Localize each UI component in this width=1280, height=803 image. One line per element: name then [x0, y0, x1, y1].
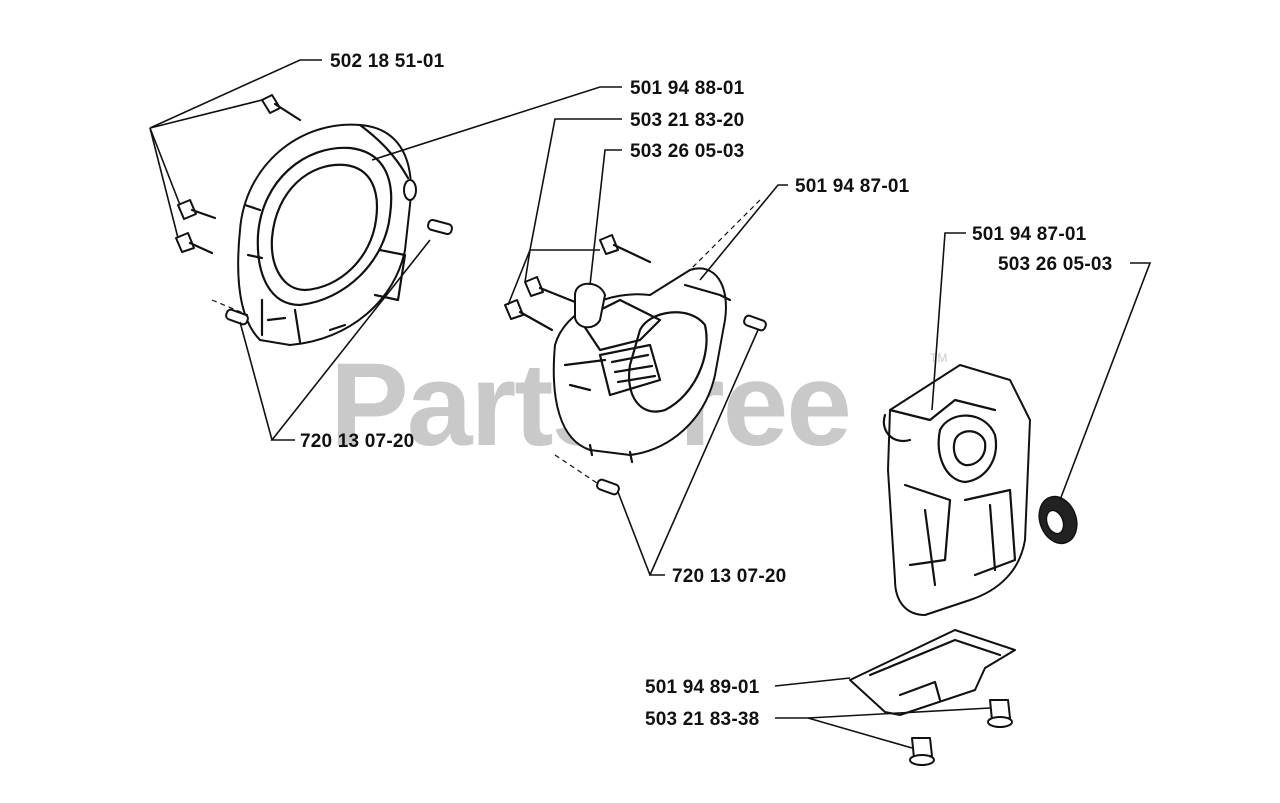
watermark-trademark: TM	[930, 351, 947, 365]
screw-icon[interactable]	[261, 94, 302, 122]
screw-icon[interactable]	[175, 232, 214, 255]
part-number-label[interactable]: 501 94 89-01	[645, 677, 760, 698]
part-number-label[interactable]: 501 94 87-01	[795, 176, 910, 197]
part-number-label[interactable]: 503 21 83-38	[645, 709, 759, 730]
screw-icon[interactable]	[524, 276, 577, 304]
part-number-label[interactable]: 720 13 07-20	[672, 566, 786, 587]
part-number-label[interactable]: 503 26 05-03	[998, 254, 1112, 275]
pin-icon[interactable]	[225, 308, 249, 326]
pin-icon[interactable]	[427, 218, 453, 236]
screw-icon[interactable]	[909, 737, 935, 766]
screw-icon[interactable]	[504, 299, 554, 332]
part-number-label[interactable]: 501 94 87-01	[972, 224, 1087, 245]
housing-ring-part[interactable]	[237, 123, 417, 346]
part-number-label[interactable]: 502 18 51-01	[330, 51, 445, 72]
seal-ring-icon[interactable]	[1033, 491, 1083, 548]
crankcase-right-part[interactable]	[882, 364, 1031, 616]
clamp-icon[interactable]	[574, 282, 606, 329]
pin-icon[interactable]	[743, 314, 767, 332]
part-number-label[interactable]: 503 26 05-03	[630, 141, 744, 162]
part-number-label[interactable]: 503 21 83-20	[630, 110, 744, 131]
pin-icon[interactable]	[596, 478, 620, 496]
leader-lines	[149, 59, 1152, 749]
bracket-part[interactable]	[849, 629, 1016, 716]
screw-icon[interactable]	[177, 199, 217, 220]
screw-icon[interactable]	[599, 234, 652, 264]
part-number-label[interactable]: 501 94 88-01	[630, 78, 745, 99]
part-number-label[interactable]: 720 13 07-20	[300, 431, 414, 452]
screw-icon[interactable]	[987, 699, 1013, 728]
